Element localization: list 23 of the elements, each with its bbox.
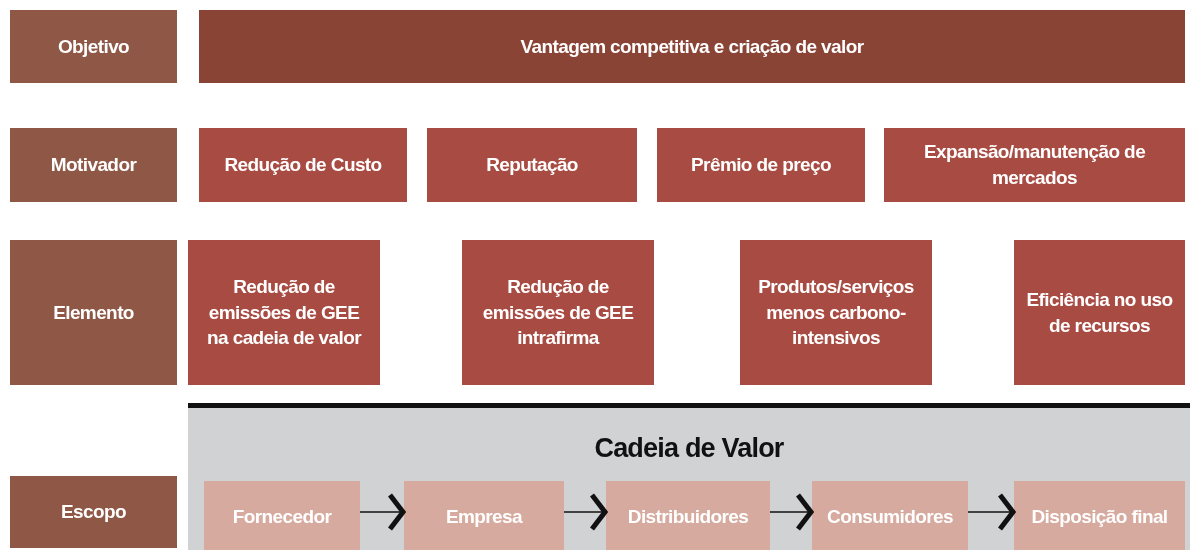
row-label: Objetivo xyxy=(10,10,177,83)
motivator-box: Reputação xyxy=(427,128,637,202)
row-label: Elemento xyxy=(10,240,177,385)
motivator-box: Expansão/manutenção de mercados xyxy=(884,128,1185,202)
value-chain-step: Disposição final xyxy=(1014,481,1185,550)
chevron-arrow xyxy=(563,492,608,532)
motivator-box: Prêmio de preço xyxy=(657,128,865,202)
value-chain-step: Empresa xyxy=(404,481,564,550)
element-box: Eficiência no uso de recursos xyxy=(1014,240,1185,385)
value-chain-step: Distribuidores xyxy=(606,481,770,550)
value-chain-panel: Cadeia de Valor Fornecedor Empresa Distribuidores Consumidores Disposição final xyxy=(188,403,1190,550)
chevron-arrow xyxy=(967,492,1016,532)
value-chain-step: Fornecedor xyxy=(204,481,360,550)
chevron-arrow xyxy=(769,492,814,532)
motivator-box: Redução de Custo xyxy=(199,128,407,202)
element-box: Redução de emissões de GEE na cadeia de valor xyxy=(188,240,380,385)
chevron-arrow xyxy=(359,492,406,532)
element-box: Produtos/serviços menos carbono-intensivos xyxy=(740,240,932,385)
element-box: Redução de emissões de GEE intrafirma xyxy=(462,240,654,385)
value-chain-step: Consumidores xyxy=(812,481,968,550)
objective-box: Vantagem competitiva e criação de valor xyxy=(199,10,1185,83)
row-label: Escopo xyxy=(10,476,177,548)
row-label: Motivador xyxy=(10,128,177,202)
